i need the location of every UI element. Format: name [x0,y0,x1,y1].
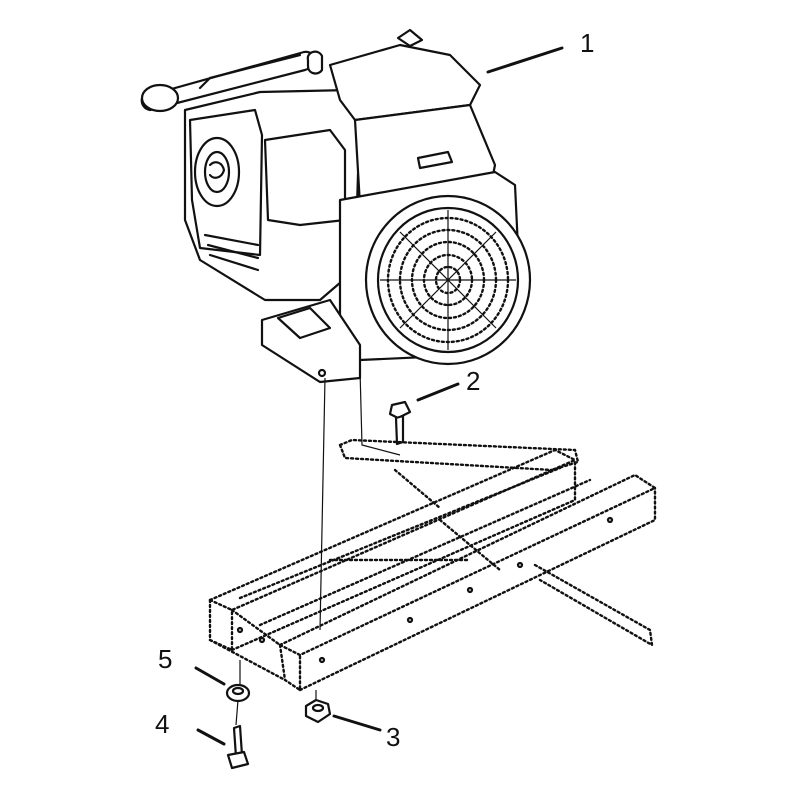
leader-lines [194,46,564,746]
callout-5: 5 [158,644,172,674]
callout-1: 1 [580,28,594,58]
bolt-top [388,400,412,446]
leader-3 [332,714,382,732]
callout-3: 3 [386,722,400,752]
callout-4: 4 [155,709,169,739]
bolt-bottom [226,724,250,770]
callout-2: 2 [466,366,480,396]
washer [225,660,251,726]
alignment-lines [319,369,401,631]
leader-4 [196,728,226,746]
engine [140,28,532,384]
leader-5 [194,666,226,686]
mounting-frame [207,438,658,693]
leader-1 [486,46,564,74]
leader-2 [416,382,460,402]
nut [304,690,332,724]
callout-labels: 1 2 3 4 5 [155,28,594,752]
